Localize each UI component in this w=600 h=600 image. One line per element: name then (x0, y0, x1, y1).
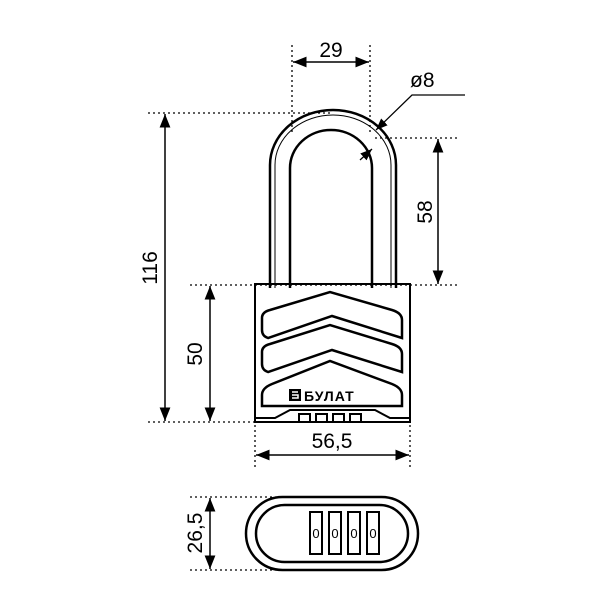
dial-windows-front (298, 413, 362, 423)
lock-body: БУЛАТ (254, 283, 411, 423)
dim-shackle-height: 58 (414, 200, 437, 223)
lock-bottom-view: 0 0 0 0 (244, 495, 420, 572)
dim-body-height: 50 (184, 342, 207, 365)
brand-logo: БУЛАТ (289, 388, 355, 404)
extension-lines (148, 45, 458, 571)
dim-body-thickness: 26,5 (184, 513, 207, 554)
dimension-lines (159, 56, 465, 569)
dim-body-width: 56,5 (312, 430, 353, 453)
brand-name: БУЛАТ (304, 388, 355, 404)
dim-shackle-width: 29 (319, 39, 342, 62)
dim-shackle-diameter: ø8 (410, 69, 435, 92)
dial-digit: 0 (369, 526, 376, 541)
dim-total-height: 116 (139, 251, 162, 284)
dial-wheels: 0 0 0 0 (309, 511, 380, 555)
dial-digit: 0 (350, 526, 357, 541)
dial-digit: 0 (331, 526, 338, 541)
shackle (268, 108, 398, 288)
dial-digit: 0 (312, 526, 319, 541)
